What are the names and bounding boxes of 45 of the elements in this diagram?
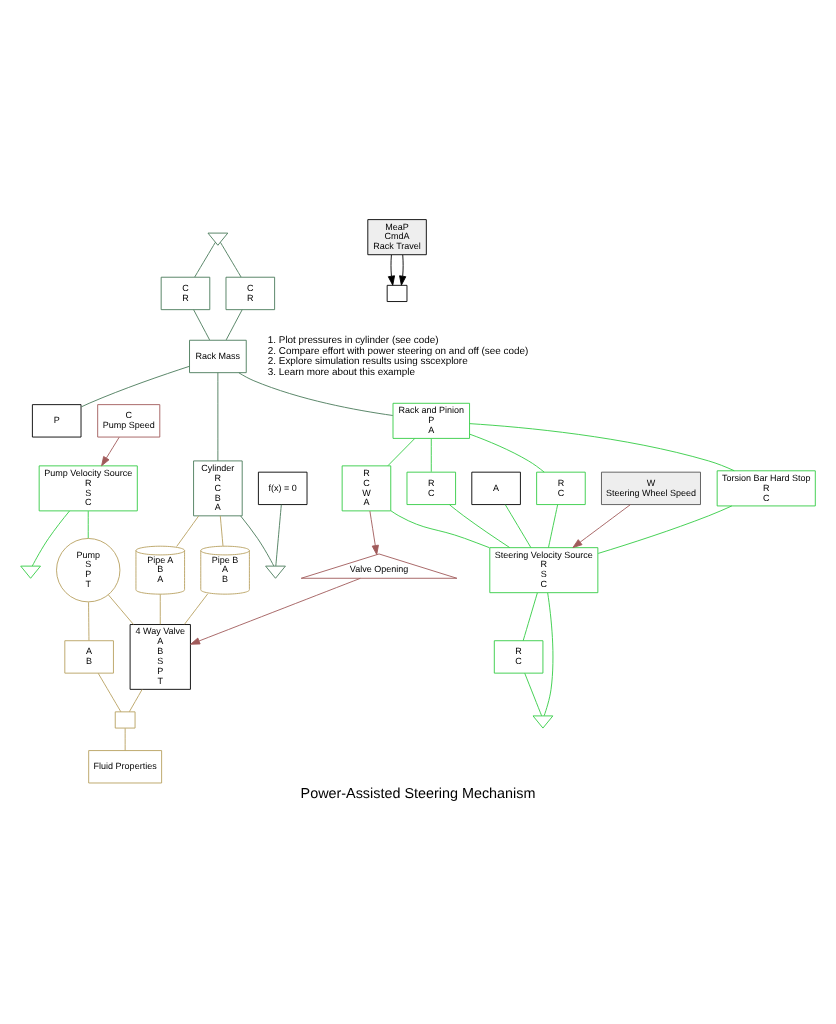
connector <box>430 437 432 472</box>
connector <box>469 432 545 472</box>
connector <box>469 422 735 471</box>
arrow <box>387 253 395 285</box>
connector <box>31 509 70 566</box>
connector <box>524 671 543 716</box>
arrow <box>399 253 407 285</box>
connector <box>240 514 275 566</box>
diagram-title: Power-Assisted Steering Mechanism <box>300 783 536 802</box>
connector <box>80 364 190 407</box>
node-tank <box>114 710 136 728</box>
connector <box>159 592 161 624</box>
connector <box>184 592 209 624</box>
arrow <box>101 435 120 466</box>
connector <box>194 240 216 277</box>
arrow <box>190 576 361 644</box>
connector <box>238 371 394 415</box>
connector <box>390 509 490 548</box>
connector <box>548 503 559 547</box>
connector <box>97 671 122 712</box>
node-box <box>386 283 408 301</box>
node-ground <box>532 714 554 728</box>
connector <box>387 437 416 466</box>
arrow <box>369 509 379 554</box>
connector <box>522 591 538 641</box>
connector <box>543 591 554 716</box>
connector <box>225 308 243 340</box>
connector <box>275 503 282 566</box>
connector <box>108 593 134 624</box>
connector <box>87 509 89 538</box>
connector <box>449 503 511 548</box>
connector <box>128 688 143 712</box>
connector <box>217 371 219 461</box>
connector <box>504 503 532 547</box>
connector <box>219 514 224 546</box>
connector <box>176 514 200 546</box>
connector <box>124 726 126 750</box>
connector <box>193 308 211 340</box>
node-ground <box>20 564 41 578</box>
connector <box>88 600 90 641</box>
arrow <box>572 503 631 547</box>
node-ground <box>265 564 286 578</box>
connector <box>597 504 733 553</box>
connector <box>220 240 242 277</box>
node-ground <box>207 231 229 245</box>
